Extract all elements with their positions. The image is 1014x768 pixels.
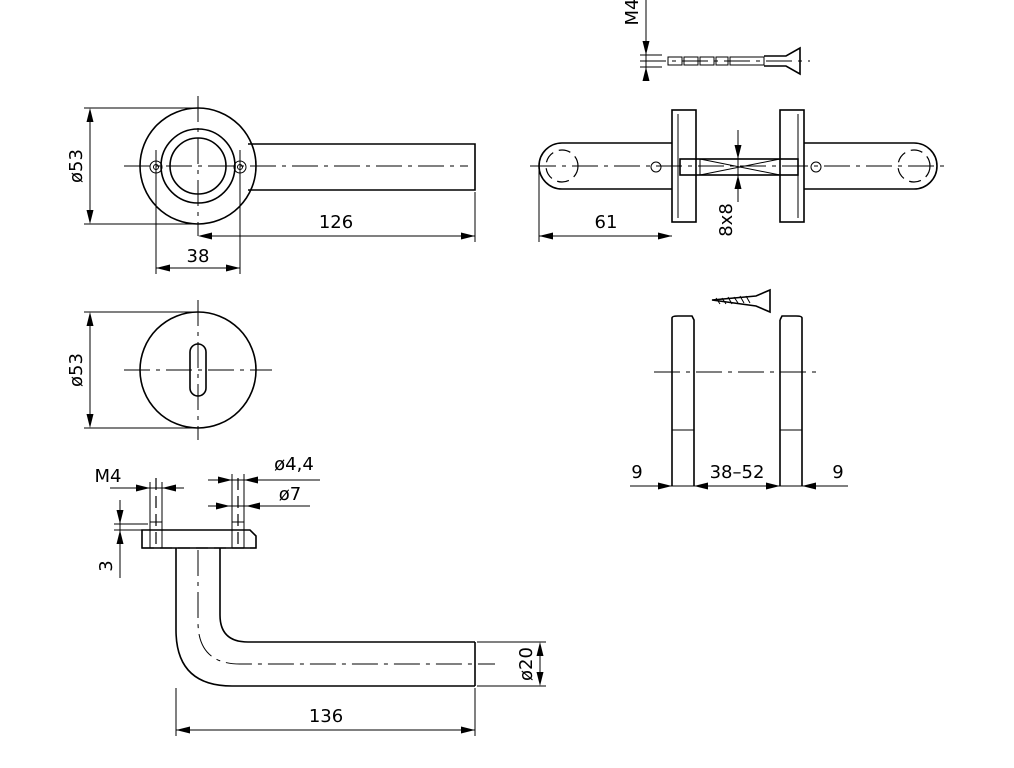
- hole-large-diameter-label: ø7: [279, 484, 301, 505]
- hole-small-diameter-label: ø4,4: [274, 454, 314, 475]
- door-thickness-label: 38–52: [710, 462, 765, 483]
- lever-profile-view: [141, 478, 495, 687]
- screw-top-detail: M4: [622, 0, 810, 81]
- screw-thread-label-top: M4: [622, 0, 643, 25]
- escutcheon-diameter-label: ø53: [66, 353, 87, 387]
- lever-profile-dimensions: M4 ø4,4 ø7 3 136 ø20: [95, 454, 546, 736]
- left-rose-thickness-label: 9: [631, 462, 642, 483]
- front-view-lever-rose: [124, 96, 476, 236]
- reach-label: 136: [309, 706, 343, 727]
- lever-length-label: 126: [319, 212, 353, 233]
- projection-label: 61: [595, 212, 618, 233]
- front-rose-diameter-label: ø53: [66, 149, 87, 183]
- door-thickness-view: 9 38–52 9: [630, 288, 848, 490]
- base-height-label: 3: [96, 560, 117, 571]
- spindle-size-label: 8x8: [716, 203, 737, 237]
- right-rose-thickness-label: 9: [832, 462, 843, 483]
- screw-thread-label: M4: [95, 466, 122, 487]
- side-view-dimensions: 61 8x8: [538, 130, 742, 242]
- spindle-offset-label: 38: [187, 246, 210, 267]
- front-view-dimensions: ø53 126 38: [66, 107, 476, 274]
- tube-diameter-label: ø20: [516, 647, 537, 681]
- escutcheon-view: ø53: [66, 300, 272, 440]
- side-view-assembly: [530, 109, 945, 223]
